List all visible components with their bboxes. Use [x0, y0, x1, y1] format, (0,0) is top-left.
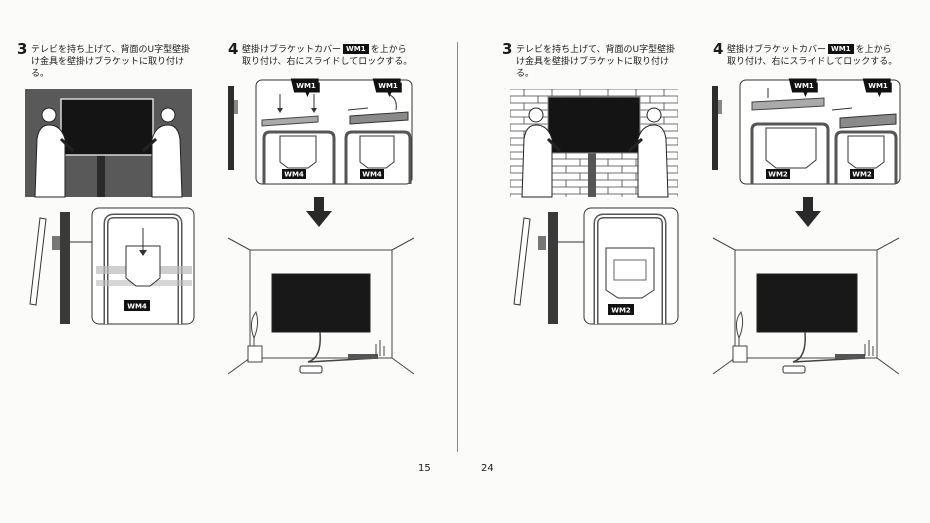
bracket-detail-illustration: WM2	[513, 207, 679, 325]
step-3-line-1: テレビを持ち上げて、背面のU字型壁掛	[516, 45, 676, 55]
bracket-label: WM4	[284, 171, 304, 179]
down-arrow-icon	[306, 197, 332, 227]
cover-label-2: WM1	[868, 82, 888, 90]
step-number: 3	[502, 40, 513, 58]
step-3-line-2: け金具を壁掛けブラケットに取り付け	[31, 57, 185, 67]
lifting-tv-brick-illustration	[510, 89, 678, 198]
step-4-line-2: 取り付け、右にスライドしてロックする。	[727, 57, 898, 67]
down-arrow-icon	[795, 197, 821, 227]
room-tv-illustration	[227, 237, 415, 375]
step-number: 4	[713, 40, 724, 58]
step-4-line-2: 取り付け、右にスライドしてロックする。	[242, 57, 413, 67]
step-3-line-2: け金具を壁掛けブラケットに取り付け	[516, 57, 670, 67]
cover-label-1: WM1	[794, 82, 814, 90]
room-tv-illustration	[712, 237, 900, 375]
step-4-line-1b: を上から	[855, 45, 892, 55]
lifting-tv-illustration	[25, 89, 192, 198]
step-4-line-1b: を上から	[370, 45, 407, 55]
step-3-line-3: る。	[31, 69, 50, 79]
bracket-detail-illustration: WM4	[29, 207, 195, 325]
bracket-label: WM2	[852, 171, 872, 179]
bracket-label: WM2	[611, 307, 631, 315]
step-3-line-1: テレビを持ち上げて、背面のU字型壁掛	[31, 45, 191, 55]
cover-label-1: WM1	[296, 82, 316, 90]
wm1-badge: WM1	[343, 44, 369, 54]
step-4-line-1a: 壁掛けブラケットカバー	[727, 45, 827, 55]
step-4-line-1a: 壁掛けブラケットカバー	[242, 45, 342, 55]
wm1-badge: WM1	[828, 44, 854, 54]
cover-label-2: WM1	[378, 82, 398, 90]
cover-attach-illustration: WM1 WM2 WM1 WM2	[712, 78, 901, 185]
page-number-left: 15	[418, 463, 431, 474]
step-number: 3	[17, 40, 28, 58]
bracket-label: WM4	[362, 171, 382, 179]
step-number: 4	[228, 40, 239, 58]
bracket-label: WM4	[127, 303, 147, 311]
cover-attach-illustration: WM1 WM4 WM1 WM4	[228, 78, 413, 185]
page-number-right: 24	[481, 463, 494, 474]
step-3-line-3: る。	[516, 69, 535, 79]
page-divider	[457, 42, 458, 452]
bracket-label: WM2	[768, 171, 788, 179]
